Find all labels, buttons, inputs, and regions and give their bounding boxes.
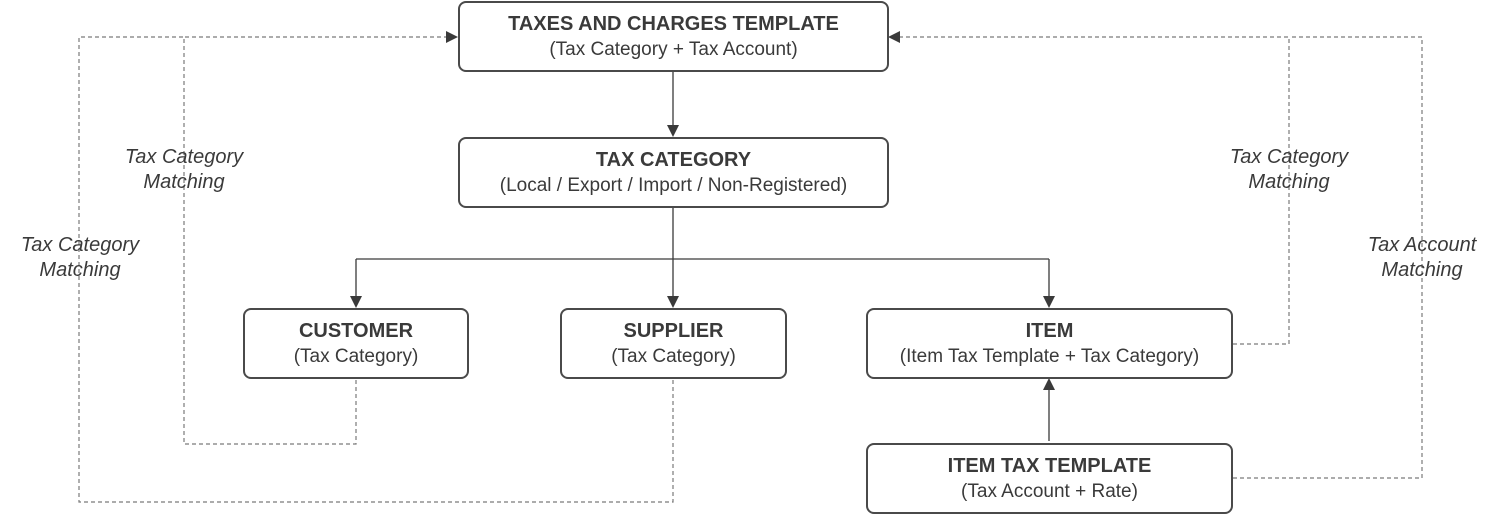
- item-tax-template-title: ITEM TAX TEMPLATE: [947, 454, 1152, 477]
- label-left-outer-tax-category-matching: Tax Category Matching: [0, 233, 160, 283]
- tax-category-title: TAX CATEGORY: [595, 148, 752, 171]
- taxes-and-charges-template-box: TAXES AND CHARGES TEMPLATE (Tax Category…: [458, 1, 889, 72]
- item-box: ITEM (Item Tax Template + Tax Category): [866, 308, 1233, 379]
- customer-box: CUSTOMER (Tax Category): [243, 308, 469, 379]
- taxes-and-charges-template-subtitle: (Tax Category + Tax Account): [549, 38, 798, 60]
- customer-subtitle: (Tax Category): [293, 345, 419, 367]
- item-tax-template-subtitle: (Tax Account + Rate): [961, 480, 1138, 502]
- label-right-outer-tax-account-matching: Tax Account Matching: [1342, 233, 1502, 283]
- label-right-outer-line1: Tax Account: [1367, 234, 1477, 256]
- item-tax-template-box: ITEM TAX TEMPLATE (Tax Account + Rate): [866, 443, 1233, 514]
- tax-category-subtitle: (Local / Export / Import / Non-Registere…: [499, 174, 848, 196]
- label-left-inner-tax-category-matching: Tax Category Matching: [104, 145, 264, 195]
- dashed-connector-customer-to-template: [183, 31, 458, 445]
- tax-category-box: TAX CATEGORY (Local / Export / Import / …: [458, 137, 889, 208]
- label-left-outer-line2: Matching: [39, 259, 121, 281]
- dashed-connector-supplier-to-template: [78, 36, 674, 503]
- customer-title: CUSTOMER: [298, 319, 414, 342]
- dashed-connector-item-to-template: [888, 31, 1290, 345]
- label-right-inner-line1: Tax Category: [1229, 146, 1349, 168]
- label-left-outer-line1: Tax Category: [20, 234, 140, 256]
- label-right-inner-line2: Matching: [1248, 171, 1330, 193]
- label-left-inner-line1: Tax Category: [124, 146, 244, 168]
- dashed-connector-itemtax-to-template: [1233, 36, 1423, 479]
- taxes-and-charges-template-title: TAXES AND CHARGES TEMPLATE: [508, 12, 839, 35]
- label-left-inner-line2: Matching: [143, 171, 225, 193]
- supplier-box: SUPPLIER (Tax Category): [560, 308, 787, 379]
- item-title: ITEM: [1025, 319, 1074, 342]
- label-right-outer-line2: Matching: [1381, 259, 1463, 281]
- label-right-inner-tax-category-matching: Tax Category Matching: [1209, 145, 1369, 195]
- supplier-subtitle: (Tax Category): [611, 345, 736, 367]
- item-subtitle: (Item Tax Template + Tax Category): [899, 345, 1200, 367]
- supplier-title: SUPPLIER: [623, 319, 724, 342]
